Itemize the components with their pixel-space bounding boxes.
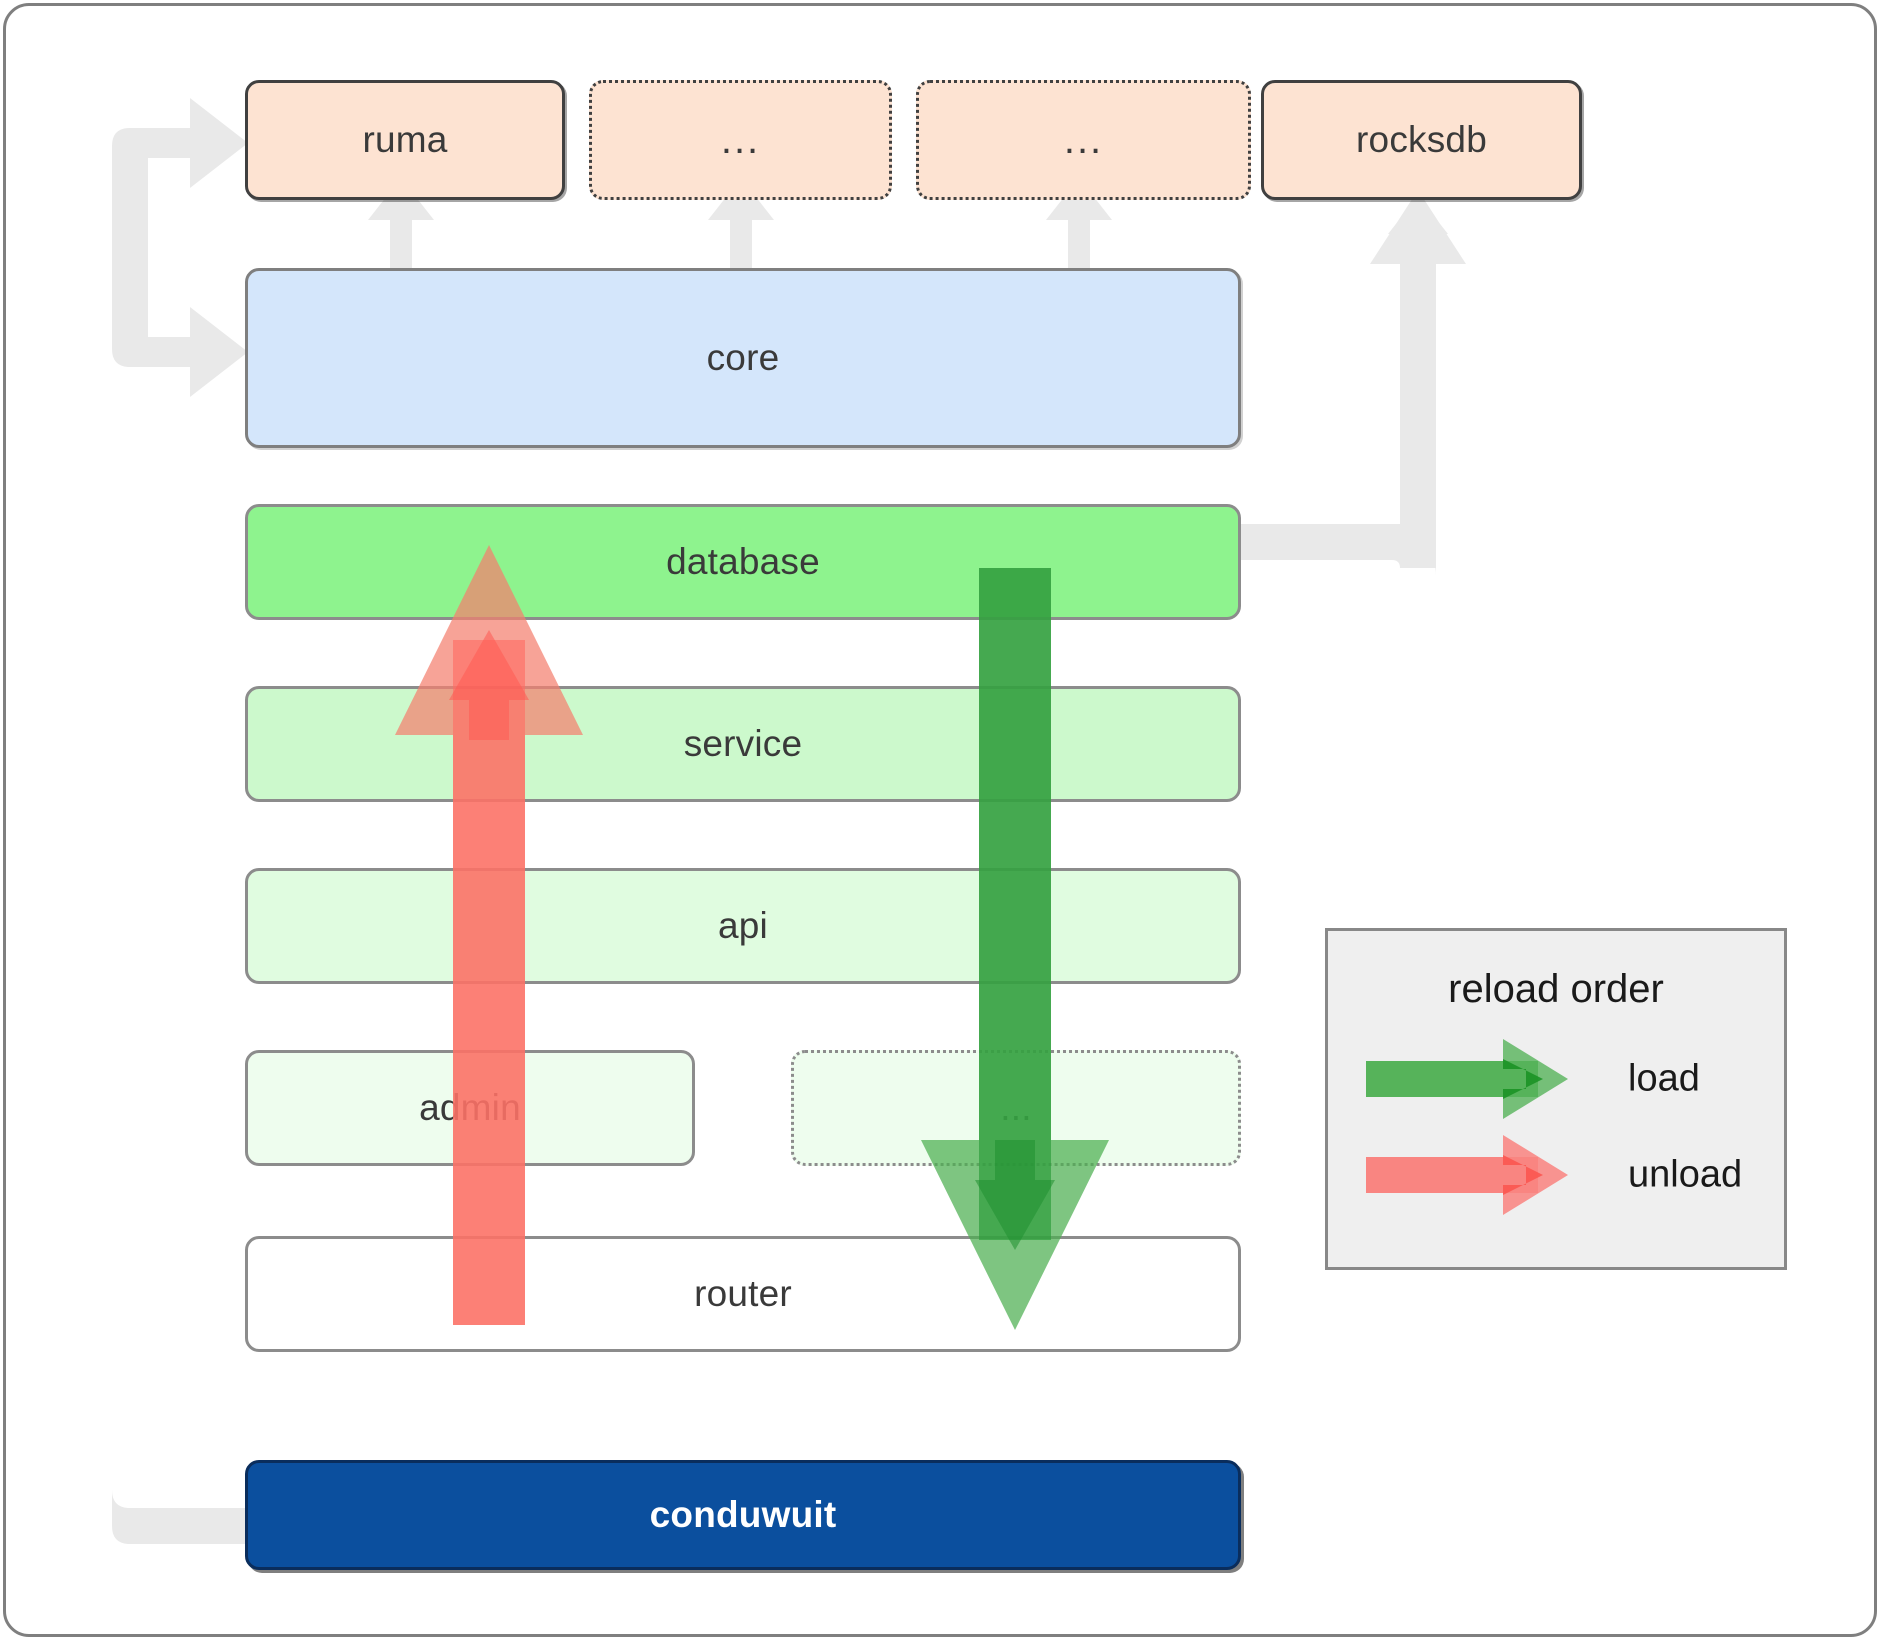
layer-label-ellipsis: ... [1000,1087,1032,1128]
crate-label-rocksdb: rocksdb [1356,119,1487,160]
layer-box-ellipsis[interactable]: ... [791,1050,1241,1166]
core-box[interactable]: core [245,268,1241,448]
crate-box-ellipsis-2[interactable]: ... [916,80,1251,200]
unload-legend-arrow-icon [1366,1135,1568,1215]
layer-label-router: router [694,1273,792,1314]
core-label: core [706,337,780,378]
crate-label-ruma: ruma [362,119,448,160]
layer-box-api[interactable]: api [245,868,1241,984]
crate-label-ellipsis-2: ... [1063,118,1104,162]
legend-row-load: load [1328,1031,1784,1127]
layer-box-database[interactable]: database [245,504,1241,620]
layer-label-api: api [718,905,768,946]
crate-label-ellipsis-1: ... [720,118,761,162]
crate-box-ellipsis-1[interactable]: ... [589,80,892,200]
layer-box-service[interactable]: service [245,686,1241,802]
binary-box-conduwuit[interactable]: conduwuit [245,1460,1241,1570]
crate-box-rocksdb[interactable]: rocksdb [1261,80,1582,200]
layer-box-admin[interactable]: admin [245,1050,695,1166]
load-legend-arrow-icon [1366,1039,1568,1119]
layer-label-database: database [666,541,820,582]
legend-label-load: load [1628,1057,1700,1100]
layer-label-service: service [683,723,803,764]
layer-box-router[interactable]: router [245,1236,1241,1352]
legend-title: reload order [1448,967,1664,1011]
legend-panel: reload order load unload [1325,928,1787,1270]
diagram-frame [3,3,1877,1637]
binary-label-conduwuit: conduwuit [649,1494,837,1535]
legend-row-unload: unload [1328,1127,1784,1223]
crate-box-ruma[interactable]: ruma [245,80,565,200]
legend-label-unload: unload [1628,1153,1743,1196]
layer-label-admin: admin [419,1087,521,1128]
